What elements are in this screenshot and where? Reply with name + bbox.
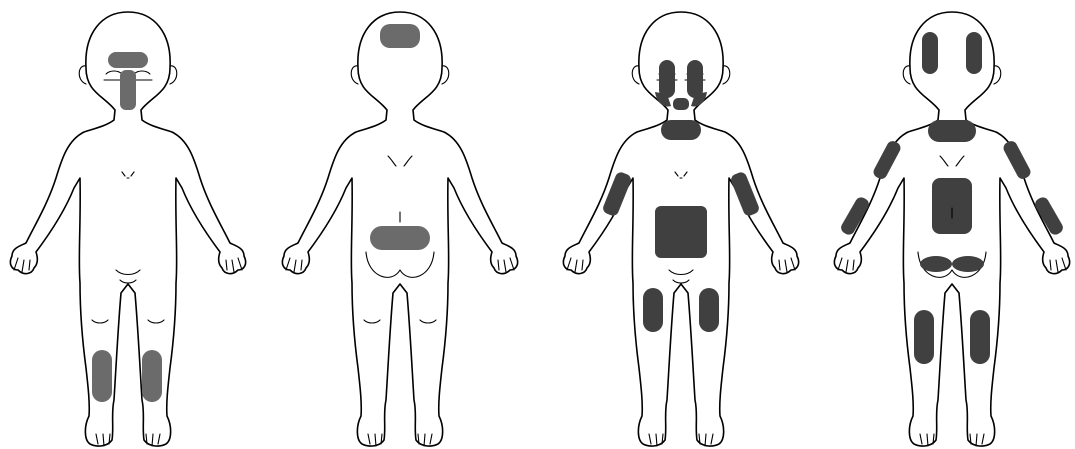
marker-lower-back bbox=[370, 226, 430, 250]
marker-left-thigh bbox=[643, 288, 663, 332]
marker-right-calf bbox=[970, 310, 990, 364]
marker-left-scalp bbox=[922, 32, 938, 74]
marker-right-eye-area bbox=[687, 60, 703, 98]
marker-left-eye-area bbox=[659, 60, 675, 98]
marker-right-lower-leg bbox=[142, 350, 162, 402]
marker-right-buttock bbox=[952, 256, 984, 272]
marker-chest bbox=[661, 120, 701, 140]
figure-front-severe bbox=[563, 12, 798, 446]
marker-abdomen bbox=[655, 206, 707, 258]
marker-chin bbox=[673, 98, 689, 110]
figure-back-severe bbox=[834, 12, 1069, 446]
figure-front-mild bbox=[10, 12, 245, 446]
marker-left-lower-leg bbox=[92, 350, 112, 402]
marker-scalp bbox=[380, 24, 420, 48]
marker-nose bbox=[120, 70, 136, 110]
figure-back-mild bbox=[282, 12, 517, 446]
marker-right-thigh bbox=[699, 288, 719, 332]
marker-right-scalp bbox=[966, 32, 982, 74]
marker-upper-back bbox=[928, 120, 976, 142]
marker-forehead bbox=[108, 52, 148, 68]
marker-left-buttock bbox=[920, 256, 952, 272]
marker-left-calf bbox=[914, 310, 934, 364]
marker-lower-back bbox=[932, 178, 972, 234]
